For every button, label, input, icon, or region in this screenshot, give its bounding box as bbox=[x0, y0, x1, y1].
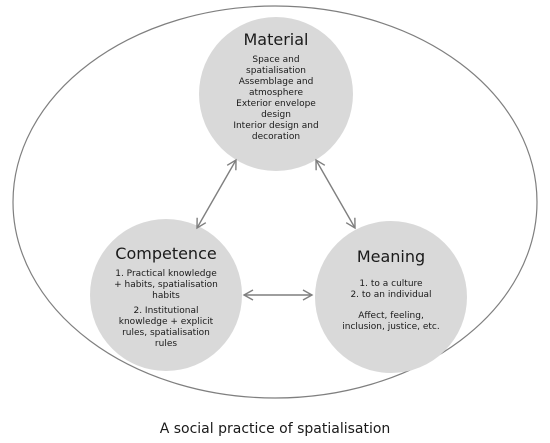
diagram-caption: A social practice of spatialisation bbox=[159, 421, 391, 437]
arrow-material-meaning bbox=[315, 158, 356, 230]
outer-boundary-ellipse bbox=[12, 5, 538, 399]
meaning-title: Meaning bbox=[356, 247, 426, 266]
competence-title: Competence bbox=[115, 244, 217, 263]
material-item-line: Assemblage and bbox=[238, 77, 314, 87]
competence-item-line: + habits, spatialisation bbox=[114, 280, 218, 290]
material-item-line: Space and bbox=[252, 55, 300, 65]
arrow-material-competence bbox=[196, 158, 237, 230]
competence-item-line: rules, spatialisation bbox=[122, 328, 210, 338]
meaning-item-line: 2. to an individual bbox=[350, 290, 432, 300]
competence-item-line: 2. Institutional bbox=[133, 306, 199, 316]
material-circle bbox=[199, 17, 353, 171]
competence-item-line: habits bbox=[152, 291, 180, 301]
material-item-line: spatialisation bbox=[246, 66, 306, 76]
material-item-line: decoration bbox=[251, 132, 301, 142]
meaning-item-line: 1. to a culture bbox=[359, 279, 423, 289]
meaning-item-line: Affect, feeling, bbox=[358, 311, 424, 321]
material-item-line: Exterior envelope bbox=[236, 99, 316, 109]
material-item-line: Interior design and bbox=[233, 121, 319, 131]
competence-item-line: knowledge + explicit bbox=[118, 317, 214, 327]
competence-item-line: rules bbox=[154, 339, 178, 349]
competence-node: Competence 1. Practical knowledge + habi… bbox=[96, 244, 236, 350]
competence-circle bbox=[90, 219, 242, 371]
material-item-line: atmosphere bbox=[249, 88, 303, 98]
meaning-item-line: inclusion, justice, etc. bbox=[342, 322, 440, 332]
material-node: Material Space and spatialisation Assemb… bbox=[201, 30, 351, 143]
material-item-line: design bbox=[261, 110, 291, 120]
material-title: Material bbox=[243, 30, 309, 49]
meaning-node: Meaning 1. to a culture 2. to an individ… bbox=[321, 247, 461, 333]
meaning-circle bbox=[315, 221, 467, 373]
competence-item-line: 1. Practical knowledge bbox=[115, 269, 217, 279]
